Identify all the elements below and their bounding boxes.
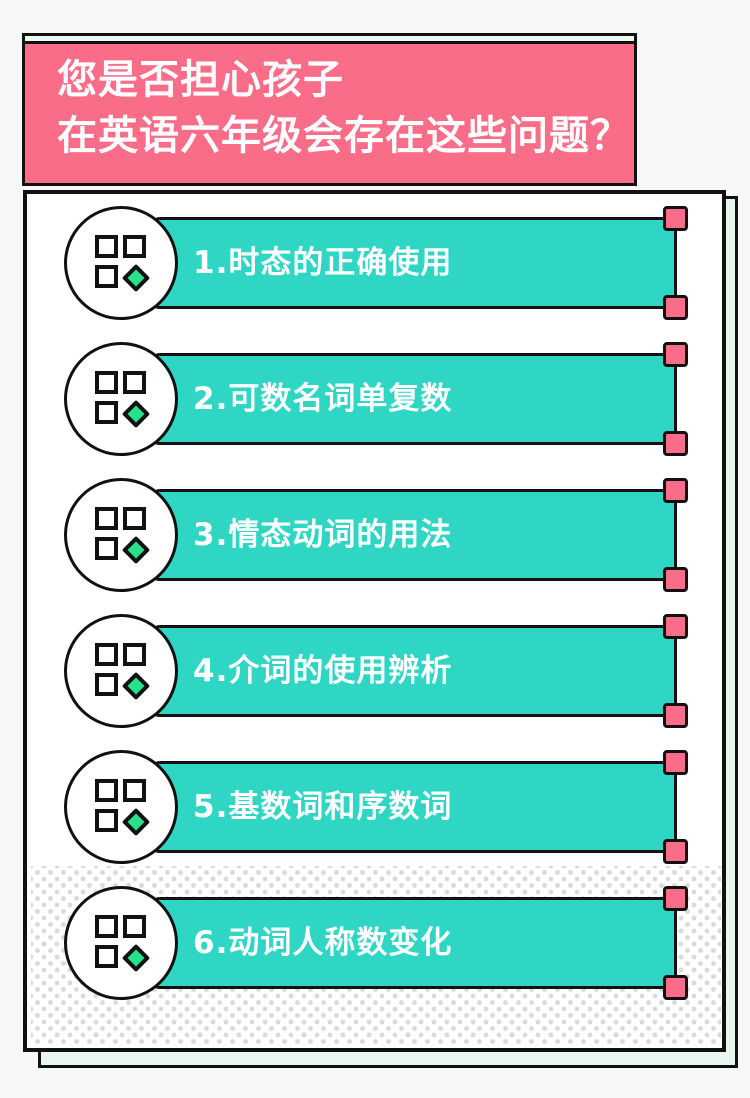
list-item: 1.时态的正确使用 (64, 206, 688, 320)
page-title-line-2: 在英语六年级会存在这些问题？ (57, 113, 631, 159)
square-icon (95, 265, 118, 288)
grid-diamond-icon (64, 478, 178, 592)
square-icon (95, 507, 118, 530)
pink-square-handle-icon (663, 703, 688, 728)
square-icon (123, 371, 146, 394)
pink-square-handle-icon (663, 750, 688, 775)
square-icon (95, 401, 118, 424)
list-item-label: 1.时态的正确使用 (193, 245, 453, 281)
diamond-icon (121, 263, 151, 293)
pink-square-handle-icon (663, 431, 688, 456)
pink-square-handle-icon (663, 478, 688, 503)
pink-square-handle-icon (663, 839, 688, 864)
grid-icon (95, 915, 153, 975)
grid-icon (95, 371, 153, 431)
list-item: 6.动词人称数变化 (64, 886, 688, 1000)
header-banner: 您是否担心孩子 在英语六年级会存在这些问题？ (22, 33, 637, 186)
list-item: 5.基数词和序数词 (64, 750, 688, 864)
pink-square-handle-icon (663, 975, 688, 1000)
diamond-icon (121, 399, 151, 429)
header-top-strip (25, 36, 634, 44)
pink-square-handle-icon (663, 886, 688, 911)
list-item-label: 2.可数名词单复数 (193, 381, 453, 417)
square-icon (123, 779, 146, 802)
square-icon (123, 643, 146, 666)
list-item-label: 4.介词的使用辨析 (193, 653, 453, 689)
square-icon (95, 235, 118, 258)
list-item-label: 3.情态动词的用法 (193, 517, 453, 553)
grid-diamond-icon (64, 750, 178, 864)
list-item-label: 6.动词人称数变化 (193, 925, 453, 961)
grid-diamond-icon (64, 342, 178, 456)
grid-diamond-icon (64, 886, 178, 1000)
diamond-icon (121, 671, 151, 701)
square-icon (95, 915, 118, 938)
list-item: 2.可数名词单复数 (64, 342, 688, 456)
pink-square-handle-icon (663, 206, 688, 231)
page-title-line-1: 您是否担心孩子 (57, 57, 344, 103)
square-icon (95, 643, 118, 666)
diamond-icon (121, 943, 151, 973)
grid-icon (95, 643, 153, 703)
grid-icon (95, 235, 153, 295)
list-item: 3.情态动词的用法 (64, 478, 688, 592)
pink-square-handle-icon (663, 342, 688, 367)
grid-icon (95, 779, 153, 839)
square-icon (95, 371, 118, 394)
square-icon (95, 945, 118, 968)
grid-icon (95, 507, 153, 567)
grid-diamond-icon (64, 614, 178, 728)
pink-square-handle-icon (663, 614, 688, 639)
pink-square-handle-icon (663, 295, 688, 320)
list-item: 4.介词的使用辨析 (64, 614, 688, 728)
square-icon (123, 915, 146, 938)
square-icon (95, 779, 118, 802)
square-icon (95, 809, 118, 832)
square-icon (123, 507, 146, 530)
list-item-label: 5.基数词和序数词 (193, 789, 453, 825)
square-icon (123, 235, 146, 258)
diamond-icon (121, 807, 151, 837)
grid-diamond-icon (64, 206, 178, 320)
diamond-icon (121, 535, 151, 565)
square-icon (95, 673, 118, 696)
square-icon (95, 537, 118, 560)
pink-square-handle-icon (663, 567, 688, 592)
page-title: 您是否担心孩子 在英语六年级会存在这些问题？ (25, 44, 634, 164)
